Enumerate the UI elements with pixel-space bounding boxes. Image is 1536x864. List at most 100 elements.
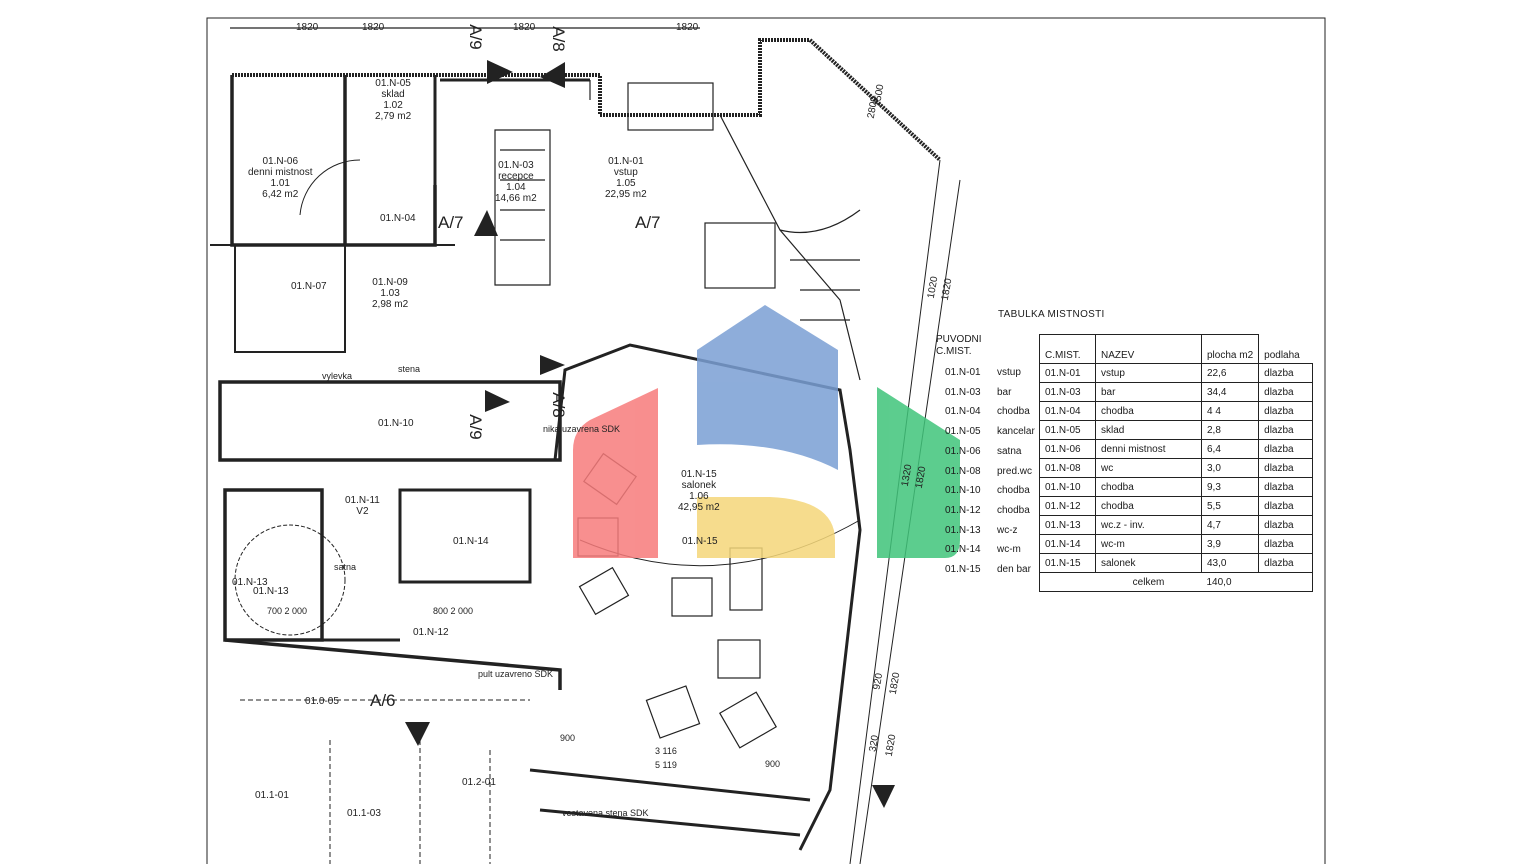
total-value: 140,0 — [1201, 572, 1259, 592]
room-label: 01.N-04 — [380, 213, 416, 224]
room-label: 01.N-15 — [682, 536, 718, 547]
plan-note: 700 2 000 — [267, 606, 308, 616]
original-orig-name: kancelar — [997, 426, 1035, 438]
dimension-label: 1820 — [513, 22, 536, 33]
section-mark: A/8 — [548, 392, 568, 418]
cell-area: 4,7 — [1200, 515, 1260, 535]
original-orig-name: bar — [997, 386, 1012, 398]
cell-code: 01.N-14 — [1039, 534, 1096, 554]
original-orig: 01.N-12 — [945, 504, 981, 516]
cell-name: vstup — [1095, 363, 1202, 383]
cell-code: 01.N-15 — [1039, 553, 1096, 573]
plan-note: 800 2 000 — [433, 606, 474, 616]
cell-code: 01.N-13 — [1039, 515, 1096, 535]
original-orig: 01.N-03 — [945, 386, 981, 398]
section-mark: A/9 — [465, 414, 485, 440]
room-label: 01.N-12 — [413, 627, 449, 638]
room-label: 01.N-13 — [232, 577, 268, 588]
cell-code: 01.N-04 — [1039, 401, 1096, 421]
plan-note: 3 116 — [655, 746, 677, 756]
cell-name: salonek — [1095, 553, 1202, 573]
original-orig: 01.N-15 — [945, 564, 981, 575]
total-label: celkem — [1095, 572, 1202, 592]
room-label: 01.0-05 — [305, 696, 339, 707]
cell-name: wc — [1095, 458, 1202, 478]
cell-code: 01.N-12 — [1039, 496, 1096, 516]
cell-floor: dlazba — [1258, 515, 1313, 535]
cell-area: 2,8 — [1200, 420, 1260, 440]
cell-floor: dlazba — [1258, 439, 1313, 459]
section-mark: A/6 — [370, 691, 396, 710]
header-code: C.MIST. — [1039, 334, 1096, 364]
room-label: 01.N-14 — [453, 536, 489, 547]
cell-code: 01.N-06 — [1039, 439, 1096, 459]
original-orig: 01.N-04 — [945, 406, 981, 418]
header-area: plocha m2 — [1200, 334, 1260, 364]
cell-name: sklad — [1095, 420, 1202, 440]
cell-area: 3,0 — [1200, 458, 1260, 478]
plan-note: 900 — [765, 759, 781, 769]
room-label: 01.1-01 — [255, 790, 289, 801]
original-orig-name: satna — [997, 445, 1022, 457]
room-label: 01.2-01 — [462, 777, 496, 788]
cell-area: 43,0 — [1200, 553, 1260, 573]
original-orig: 01.N-14 — [945, 544, 981, 556]
cell-code: 01.N-01 — [1039, 363, 1096, 383]
cell-area: 6,4 — [1200, 439, 1260, 459]
plan-note: satna — [334, 562, 357, 572]
dimension-label: 1820 — [296, 22, 319, 33]
cell-area: 3,9 — [1200, 534, 1260, 554]
header-name: NAZEV — [1095, 334, 1202, 364]
original-orig: 01.N-08 — [945, 465, 981, 477]
original-number-header: PUVODNI C.MIST. — [936, 334, 982, 357]
cell-floor: dlazba — [1258, 553, 1313, 573]
cell-area: 22,6 — [1200, 363, 1260, 383]
plan-note: 5 119 — [655, 760, 677, 770]
original-orig-name: chodba — [997, 485, 1030, 497]
plan-note: vylevka — [322, 371, 353, 381]
original-orig-name: vstup — [997, 367, 1021, 378]
cell-floor: dlazba — [1258, 496, 1313, 516]
header-floor: podlaha — [1258, 334, 1313, 364]
cell-name: wc.z - inv. — [1095, 515, 1202, 535]
room-label: 01.N-10 — [378, 418, 414, 429]
plan-note: pult uzavreno SDK — [478, 669, 554, 679]
plan-note: 900 — [560, 733, 576, 743]
original-orig: 01.N-10 — [945, 485, 981, 497]
cell-name: denni mistnost — [1095, 439, 1202, 459]
watermark-logo — [573, 305, 960, 558]
cell-code: 01.N-05 — [1039, 420, 1096, 440]
cell-floor: dlazba — [1258, 458, 1313, 478]
section-mark: A/9 — [465, 24, 485, 50]
room-label: 01.1-03 — [347, 808, 381, 819]
original-orig-name: pred.wc — [997, 465, 1033, 477]
plan-note: stena — [398, 364, 421, 374]
table-title: TABULKA MISTNOSTI — [998, 309, 1105, 320]
cell-code: 01.N-03 — [1039, 382, 1096, 402]
original-orig-name: den bar — [997, 564, 1031, 575]
cell-area: 5,5 — [1200, 496, 1260, 516]
original-orig: 01.N-06 — [945, 445, 981, 457]
original-orig: 01.N-05 — [945, 426, 981, 438]
cell-name: chodba — [1095, 477, 1202, 497]
cell-floor: dlazba — [1258, 401, 1313, 421]
cell-area: 4 4 — [1200, 401, 1260, 421]
section-mark: A/8 — [548, 26, 568, 52]
